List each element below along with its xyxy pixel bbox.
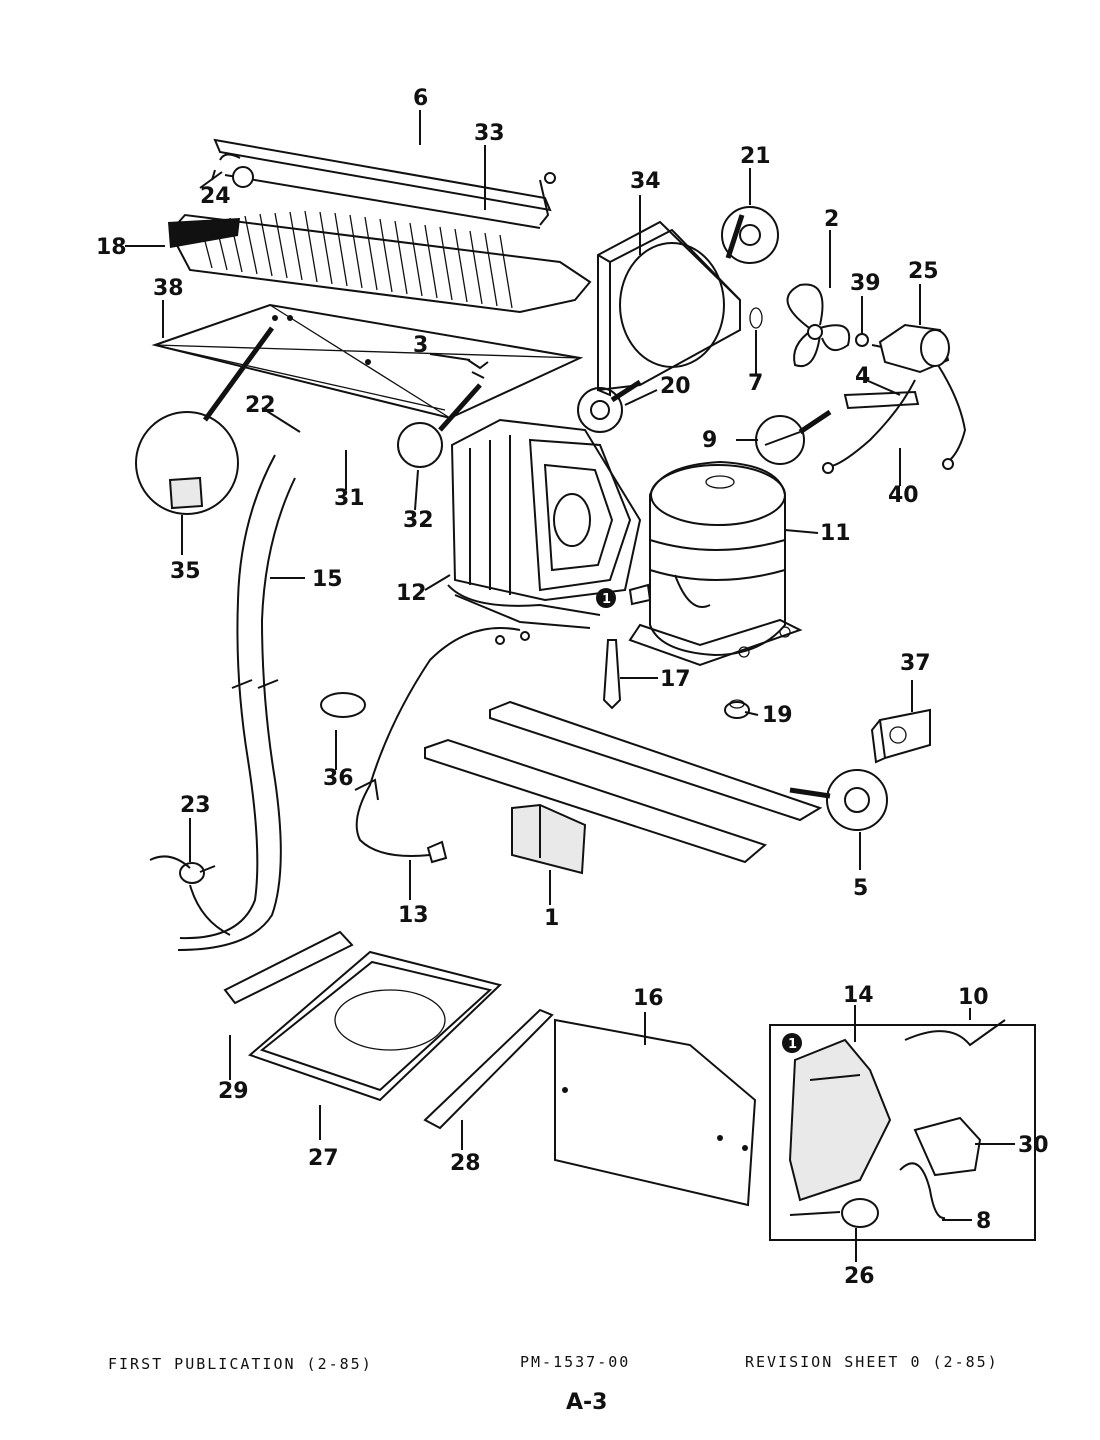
callout-15: 15 — [312, 567, 343, 592]
note-marker-inset: 1 — [782, 1033, 802, 1053]
fan-motor-part — [822, 323, 967, 474]
callout-19: 19 — [762, 703, 793, 728]
callout-37: 37 — [900, 651, 931, 676]
callout-26: 26 — [844, 1264, 875, 1289]
clamp-part — [320, 692, 366, 718]
thermostat-part — [149, 855, 231, 936]
callout-28: 28 — [450, 1151, 481, 1176]
revision-text: REVISION SHEET 0 (2-85) — [745, 1353, 999, 1371]
detail-circle-21 — [721, 206, 779, 264]
callout-27: 27 — [308, 1146, 339, 1171]
fan-shroud-part — [597, 220, 741, 397]
callout-22: 22 — [245, 393, 276, 418]
callout-6: 6 — [413, 86, 428, 111]
callout-23: 23 — [180, 793, 211, 818]
callout-24: 24 — [200, 184, 231, 209]
callout-35: 35 — [170, 559, 201, 584]
callout-17: 17 — [660, 667, 691, 692]
callout-21: 21 — [740, 144, 771, 169]
drain-hose-part — [177, 454, 296, 951]
callout-1: 1 — [544, 906, 559, 931]
callout-14: 14 — [843, 983, 874, 1008]
callout-30: 30 — [1018, 1133, 1049, 1158]
detail-circle-35 — [135, 411, 239, 515]
callout-39: 39 — [850, 271, 881, 296]
callout-11: 11 — [820, 521, 851, 546]
callout-12: 12 — [396, 581, 427, 606]
callout-29: 29 — [218, 1079, 249, 1104]
callout-8: 8 — [976, 1209, 991, 1234]
inset-box — [769, 1019, 1036, 1241]
bracket-part — [467, 359, 489, 379]
first-publication-text: FIRST PUBLICATION (2-85) — [108, 1355, 373, 1373]
detail-circle-32 — [397, 422, 443, 468]
callout-13: 13 — [398, 903, 429, 928]
callout-20: 20 — [660, 374, 691, 399]
callout-5: 5 — [853, 876, 868, 901]
access-panel-part — [554, 1018, 757, 1207]
callout-16: 16 — [633, 986, 664, 1011]
callout-2: 2 — [824, 207, 839, 232]
callout-33: 33 — [474, 121, 505, 146]
compressor-part — [628, 460, 803, 667]
part-number-text: PM-1537-00 — [520, 1353, 630, 1371]
dryer-part — [602, 639, 622, 710]
callout-3: 3 — [413, 333, 428, 358]
leader-lines — [202, 214, 832, 799]
wire-harness-part — [354, 627, 530, 864]
callout-32: 32 — [403, 508, 434, 533]
mounting-rails-part — [424, 700, 823, 875]
callout-9: 9 — [702, 428, 717, 453]
callout-31: 31 — [334, 486, 365, 511]
drain-pan-part — [223, 930, 554, 1130]
callout-38: 38 — [153, 276, 184, 301]
condenser-coil-part — [168, 138, 592, 314]
callout-36: 36 — [323, 766, 354, 791]
callout-25: 25 — [908, 259, 939, 284]
note-marker-compressor: 1 — [596, 588, 616, 608]
evaporator-assembly-part — [447, 418, 642, 629]
callout-labels: 6 33 21 34 24 18 2 25 39 38 3 7 4 20 22 … — [96, 86, 1049, 1289]
callout-40: 40 — [888, 483, 919, 508]
callout-34: 34 — [630, 169, 661, 194]
svg-text:1: 1 — [602, 592, 611, 607]
grommet-part — [724, 699, 750, 719]
page-number: A-3 — [566, 1390, 607, 1415]
callout-4: 4 — [855, 364, 870, 389]
callout-arrows — [125, 110, 1015, 1262]
cover-panel-part — [151, 303, 584, 420]
callout-18: 18 — [96, 235, 127, 260]
svg-text:1: 1 — [788, 1037, 797, 1052]
detail-circle-5 — [826, 769, 888, 831]
callout-7: 7 — [748, 371, 763, 396]
fan-blade-part — [749, 283, 869, 368]
detail-circle-20 — [577, 387, 623, 433]
relay-part — [870, 708, 931, 764]
callout-10: 10 — [958, 985, 989, 1010]
footer: FIRST PUBLICATION (2-85) PM-1537-00 REVI… — [108, 1353, 999, 1415]
